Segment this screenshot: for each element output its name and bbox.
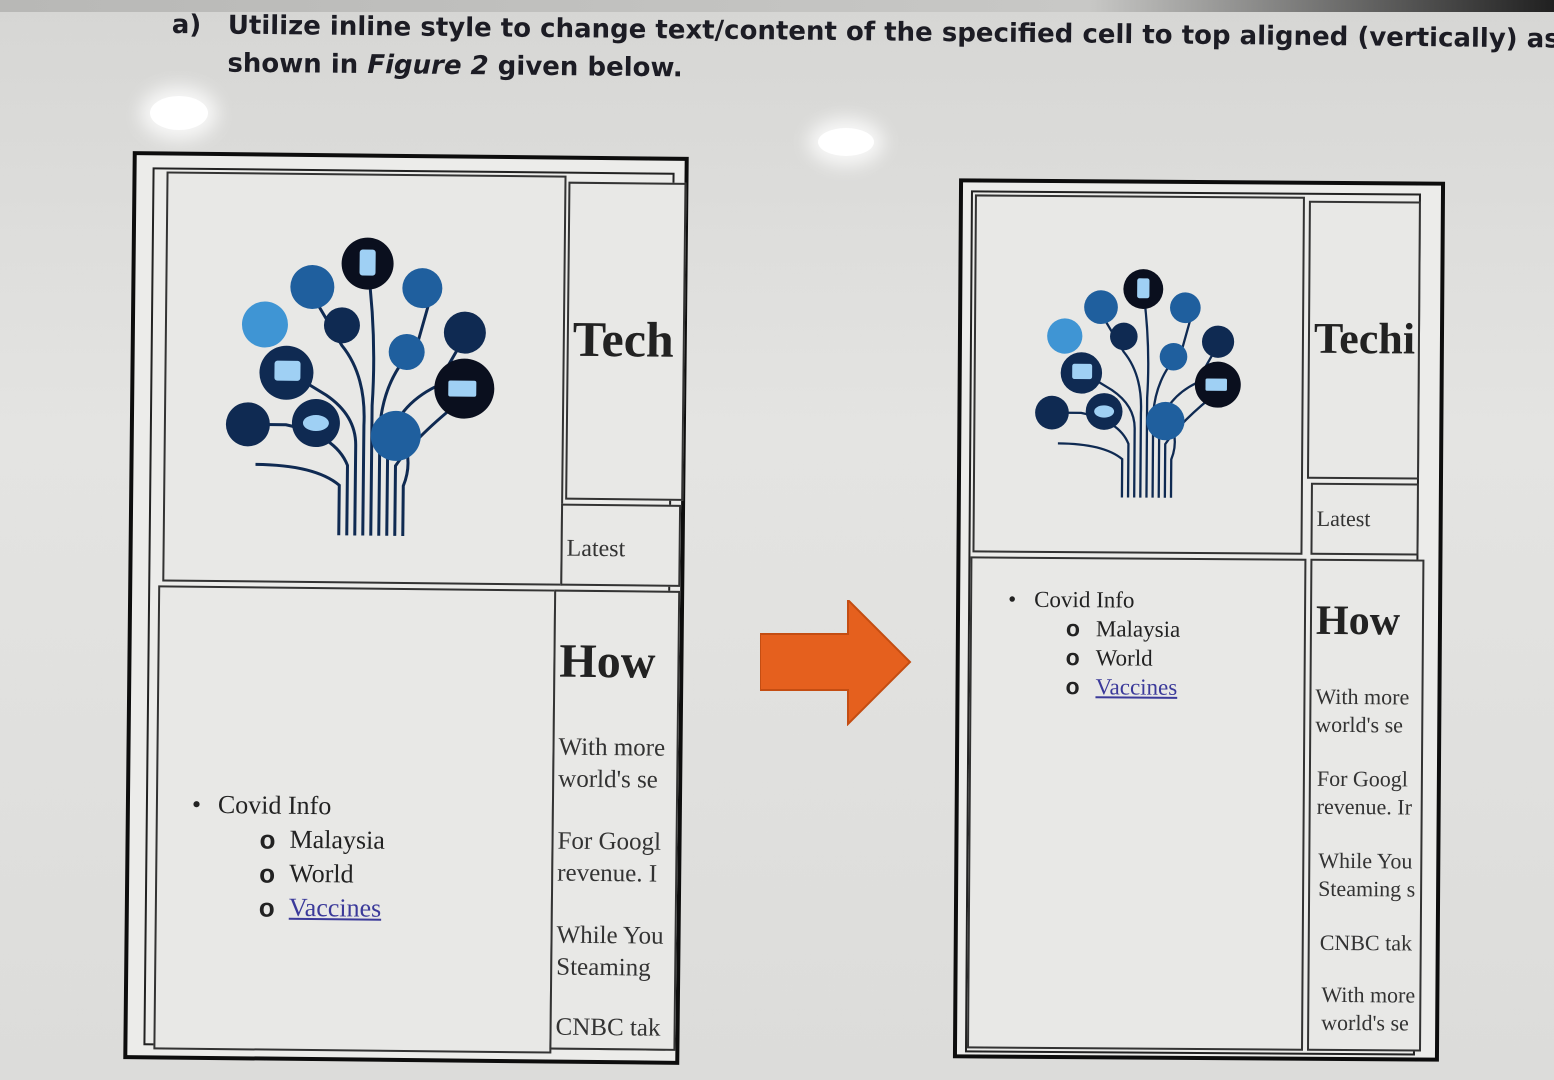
figure-reference: Figure 2	[367, 50, 489, 82]
news-line: With more	[1315, 683, 1410, 710]
heading-tech: Tech	[572, 310, 675, 368]
list-subitem: Vaccines	[1095, 672, 1196, 702]
figure-after: Techi Latest Covid Info Malaysia World V…	[952, 178, 1446, 1062]
screen-glare-2	[818, 128, 874, 156]
heading-how: How	[559, 634, 656, 689]
news-line: While You	[1318, 847, 1413, 874]
news-cell: How With more world's se For Googl reven…	[1306, 558, 1425, 1052]
tech-heading-cell: Tech	[565, 181, 687, 501]
list-item: Covid Info	[218, 788, 332, 823]
tech-tree-image	[1035, 269, 1241, 498]
news-line: For Googl	[557, 827, 662, 856]
question-line-2: shown in Figure 2 given below.	[227, 48, 683, 84]
vaccines-link[interactable]: Vaccines	[1095, 674, 1178, 700]
arrow-right-icon	[760, 600, 912, 726]
list-subitem: Vaccines	[289, 891, 403, 926]
news-line: With more	[558, 733, 666, 762]
covid-list: Covid Info Malaysia World Vaccines	[217, 788, 385, 925]
news-line: revenue. I	[557, 859, 658, 888]
figure-before: Tech Latest Covid Info Malaysia World Va…	[123, 151, 689, 1065]
vaccines-link[interactable]: Vaccines	[288, 892, 382, 923]
covid-list: Covid Info Malaysia World Vaccines	[1033, 585, 1180, 702]
question-label: a)	[171, 9, 202, 41]
news-cell: How With more world's se For Googl reven…	[549, 589, 681, 1051]
news-line: With more	[1321, 981, 1416, 1008]
news-line: Steaming s	[1318, 875, 1416, 902]
news-line: CNBC tak	[1319, 929, 1413, 956]
heading-how: How	[1315, 597, 1401, 645]
news-line: CNBC tak	[555, 1013, 661, 1042]
news-line: Steaming	[556, 953, 651, 982]
tech-tree-image	[225, 237, 495, 536]
latest-label: Latest	[1316, 505, 1371, 532]
news-line: revenue. Ir	[1316, 793, 1413, 820]
list-subitem: World	[1096, 643, 1197, 673]
news-line: For Googl	[1316, 765, 1409, 792]
list-subitem: Malaysia	[289, 823, 403, 858]
news-line: world's se	[558, 765, 658, 794]
news-line: world's se	[1315, 711, 1404, 738]
top-edge	[0, 0, 1554, 12]
list-subitem: Malaysia	[1096, 614, 1197, 644]
news-line: world's se	[1321, 1009, 1409, 1036]
covid-list-cell: Covid Info Malaysia World Vaccines	[967, 556, 1307, 1051]
news-line: While You	[556, 921, 664, 950]
screen-glare-1	[150, 96, 208, 130]
image-cell	[972, 194, 1305, 555]
list-item: Covid Info	[1034, 585, 1135, 615]
heading-tech: Techi	[1313, 313, 1416, 364]
covid-list-cell: Covid Info Malaysia World Vaccines	[153, 585, 557, 1054]
list-subitem: World	[289, 857, 403, 892]
latest-label: Latest	[566, 535, 626, 563]
latest-cell: Latest	[1310, 482, 1419, 556]
latest-cell: Latest	[560, 503, 682, 587]
image-cell	[162, 171, 567, 586]
tech-heading-cell: Techi	[1306, 200, 1421, 480]
